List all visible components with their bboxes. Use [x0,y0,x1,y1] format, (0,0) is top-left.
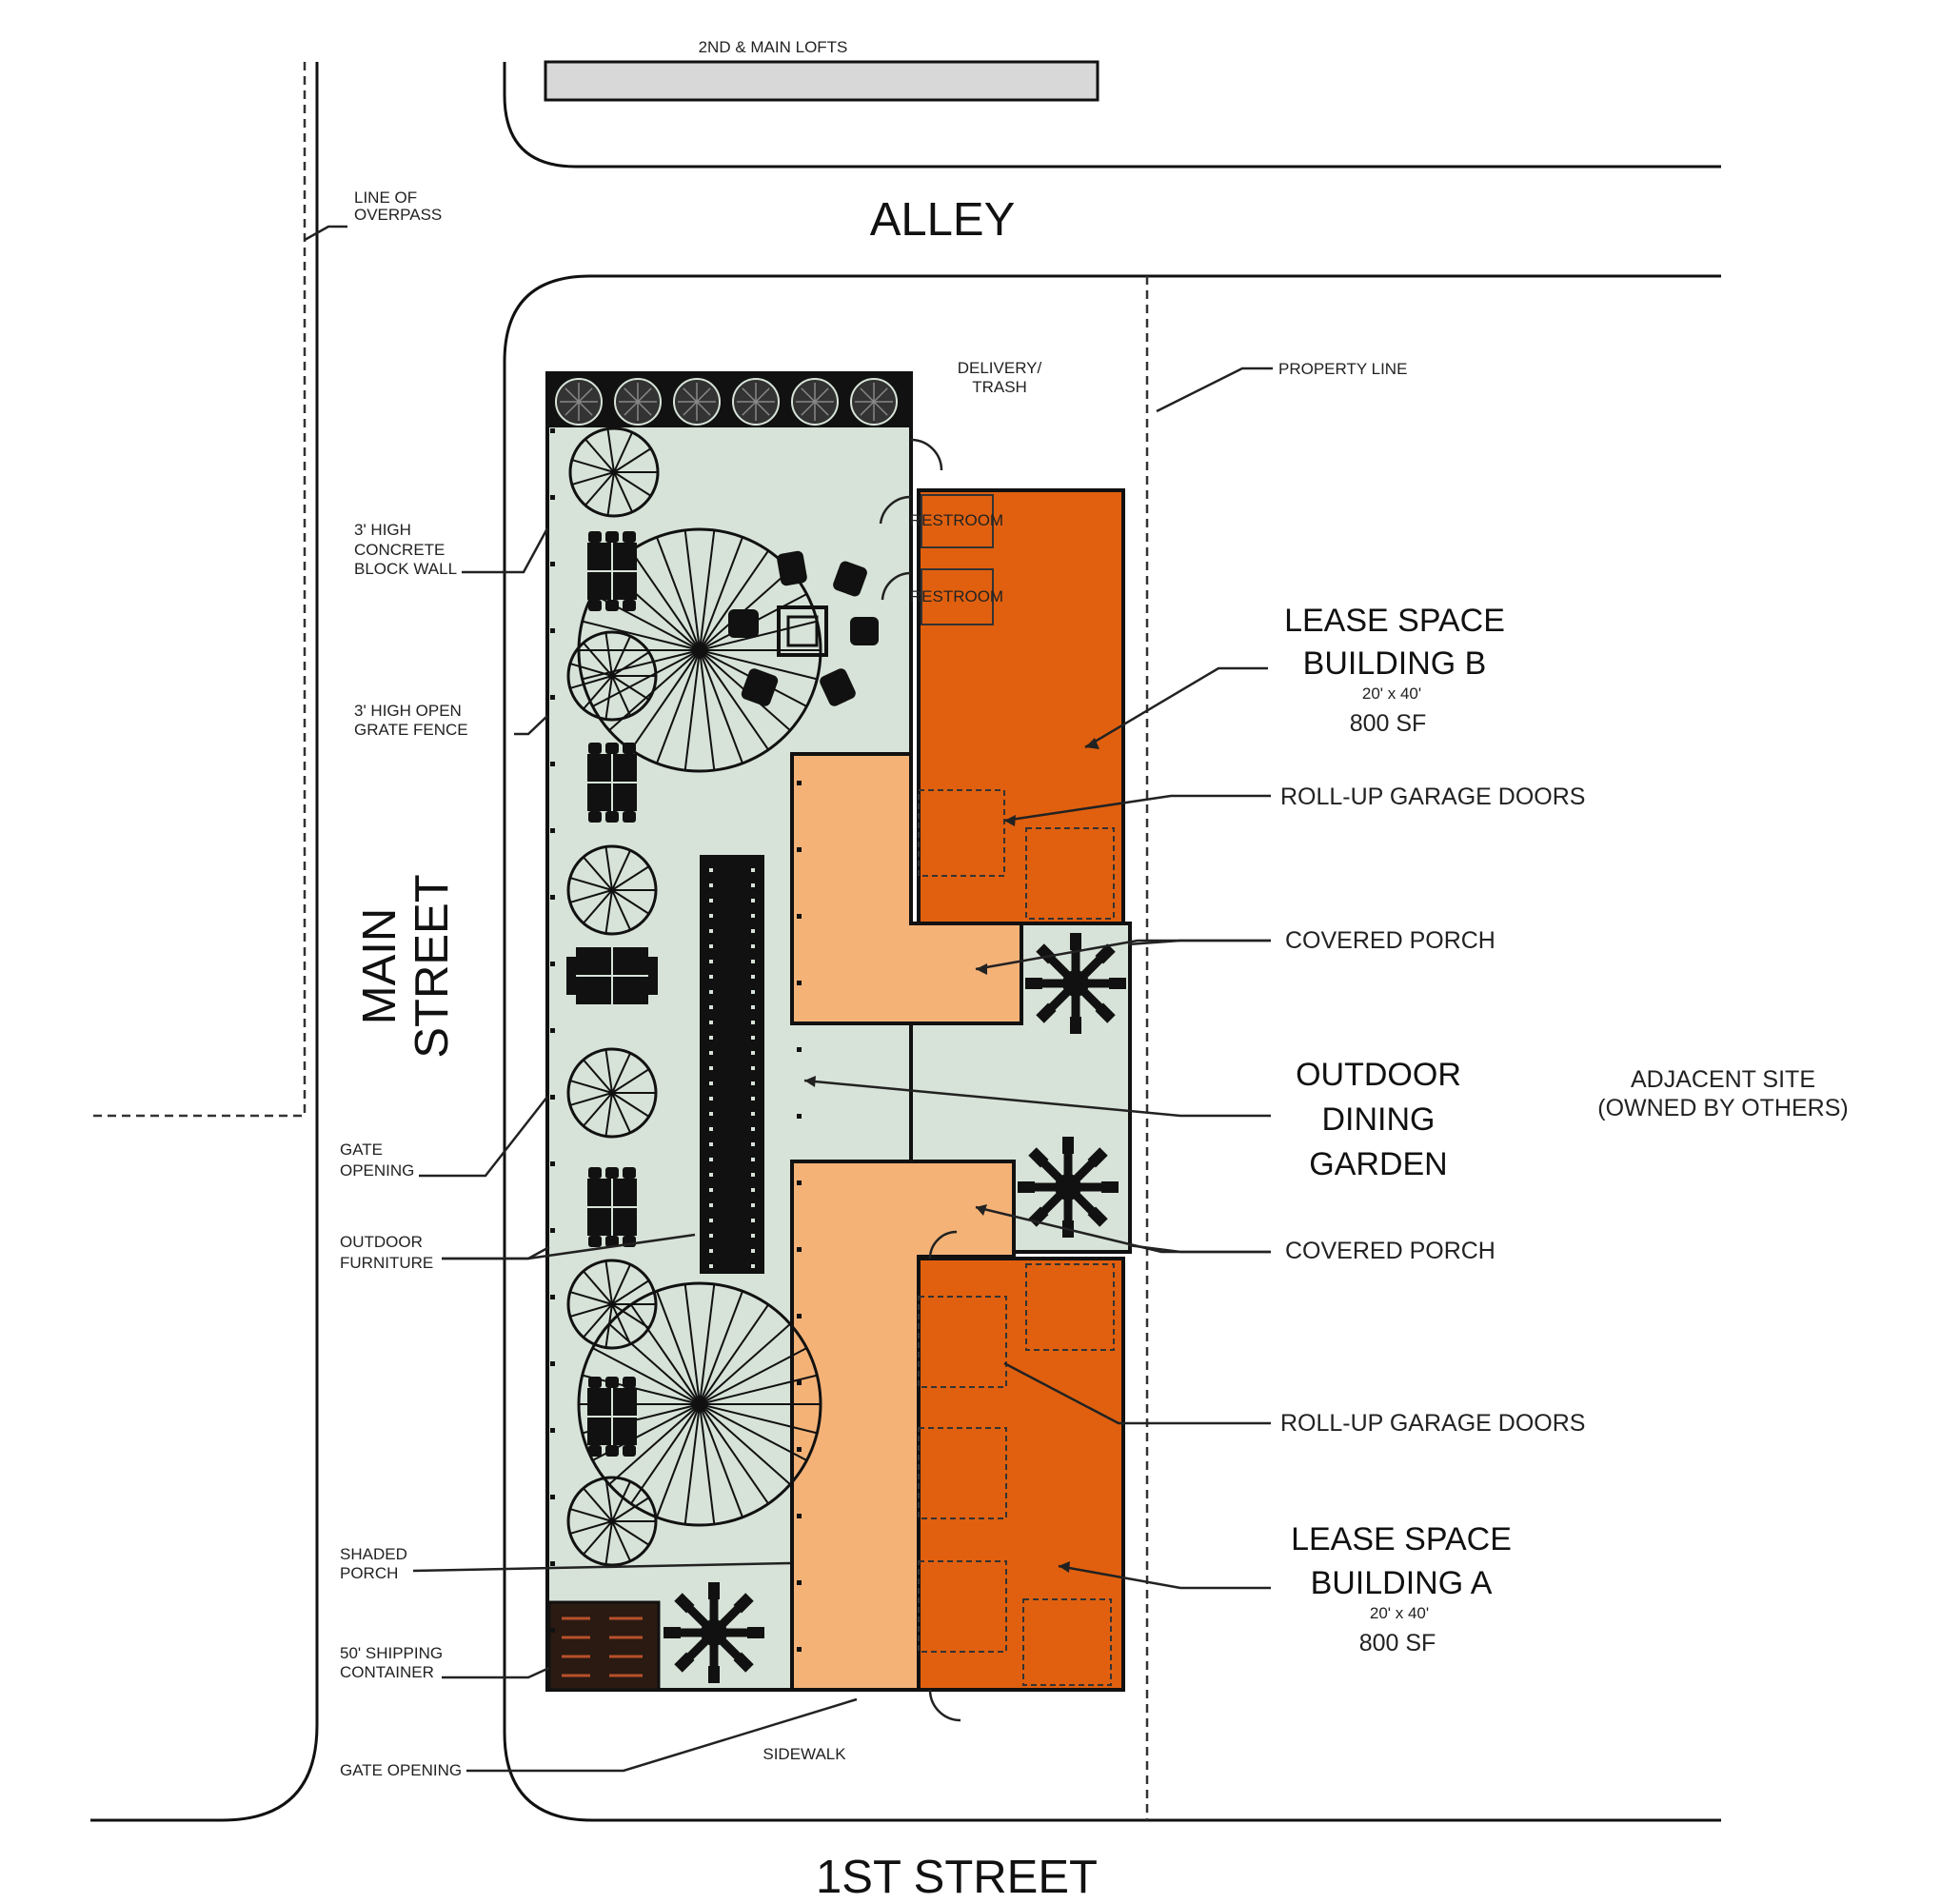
umbrella-icon [577,527,822,1527]
shaded-label-2: PORCH [340,1564,398,1582]
wall-label-2: CONCRETE [354,541,445,559]
overpass-label-2: OVERPASS [354,206,442,224]
porch-top-label: COVERED PORCH [1285,927,1495,954]
alley-label: ALLEY [870,194,1016,246]
delivery-label-1: DELIVERY/ [958,359,1042,377]
site: RESTROOM RESTROOM [545,371,1132,1722]
gate1-label-2: OPENING [340,1161,414,1180]
building-a-label-1: LEASE SPACE [1291,1521,1512,1557]
garage-door-a5 [1022,1598,1112,1686]
table-set-icon [587,1167,637,1247]
building-b [917,488,1125,925]
lofts-building [544,60,1099,102]
garden-label-1: OUTDOOR [1296,1057,1461,1093]
main-street-label-2: STREET [406,874,458,1058]
building-b-dims: 20' x 40' [1362,684,1421,703]
porch-bottom-label: COVERED PORCH [1285,1238,1495,1264]
road-lines [90,60,1721,1822]
tree-icon [577,1281,822,1527]
planter-icon [549,375,909,427]
fire-pit-icon [728,550,879,706]
tree-icon [568,426,660,518]
table-set-icon [1018,1137,1119,1238]
wall-label-3: BLOCK WALL [354,560,457,578]
garage-door-b2 [1025,827,1115,920]
building-a-area: 800 SF [1359,1630,1436,1656]
building-a [917,1257,1125,1692]
table-set-icon [664,933,1126,1683]
tree-icon [566,1047,658,1139]
sidewalk-label: SIDEWALK [763,1745,846,1763]
garden-label-2: DINING [1322,1101,1436,1138]
furniture-label-1: OUTDOOR [340,1233,423,1251]
tree-icon [577,527,822,773]
tree-icon [566,844,658,936]
table-set-icon [587,1377,637,1457]
garden-label-3: GARDEN [1309,1146,1447,1182]
fence-label-1: 3' HIGH OPEN [354,702,462,720]
adjacent-label-1: ADJACENT SITE [1631,1066,1815,1093]
rollup-a-label: ROLL-UP GARAGE DOORS [1280,1410,1585,1437]
overpass-label-1: LINE OF [354,188,417,207]
door-swing-icon [879,438,961,1722]
container-label-2: CONTAINER [340,1663,434,1681]
main-street-label-1: MAIN [354,908,406,1025]
table-set-icon [1025,933,1126,1034]
tree-icon [566,1259,658,1350]
tree-icon [566,426,660,1567]
building-a-label-2: BUILDING A [1311,1565,1493,1601]
tree-icon [566,630,658,722]
building-b-area: 800 SF [1350,710,1427,737]
building-a-dims: 20' x 40' [1370,1604,1429,1622]
delivery-label-2: TRASH [972,378,1027,396]
restroom-label-2: RESTROOM [910,587,1003,605]
gate1-label-1: GATE [340,1140,383,1159]
garage-door-a2 [918,1296,1007,1388]
shaded-label-1: SHADED [340,1545,407,1563]
restroom-label-1: RESTROOM [910,511,1003,529]
table-set-icon [566,531,658,1457]
garage-door-a1 [1025,1263,1115,1351]
wall-label-1: 3' HIGH [354,521,411,539]
restroom-2 [921,568,994,625]
first-street-label: 1ST STREET [816,1852,1098,1903]
communal-table-icon [700,855,764,1274]
table-set-icon [566,947,658,1004]
tree-icon [566,1476,658,1567]
rollup-b-label: ROLL-UP GARAGE DOORS [1280,783,1585,810]
table-set-icon [664,1582,764,1683]
table-set-icon [587,743,637,823]
garage-door-b1 [918,789,1005,877]
fence-label-2: GRATE FENCE [354,721,468,739]
lofts-label: 2ND & MAIN LOFTS [699,38,848,56]
porch-upper [790,752,1023,1025]
garage-door-a3 [918,1427,1007,1519]
garage-door-a4 [918,1560,1007,1653]
table-set-icon [587,531,637,611]
furniture-label-2: FURNITURE [340,1254,433,1272]
leader-lines [304,225,1273,1773]
gate2-label: GATE OPENING [340,1761,462,1779]
adjacent-label-2: (OWNED BY OTHERS) [1597,1095,1848,1121]
restroom-1 [921,494,994,548]
property-line-label: PROPERTY LINE [1278,360,1407,378]
building-b-label-2: BUILDING B [1303,645,1487,682]
container-label-1: 50' SHIPPING [340,1644,443,1662]
building-b-label-1: LEASE SPACE [1284,603,1505,639]
